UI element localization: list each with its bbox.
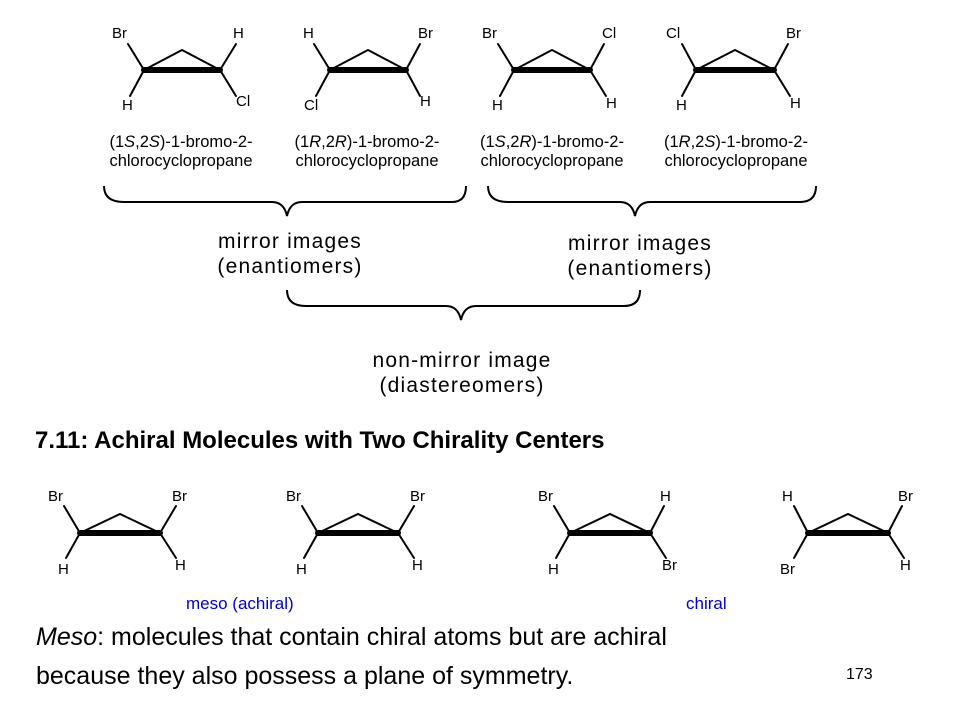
atom-label: Br — [898, 488, 913, 505]
meso-definition: Meso: molecules that contain chiral atom… — [36, 618, 667, 696]
atom-label: Br — [780, 561, 795, 578]
group-label-left: mirror images(enantiomers) — [217, 230, 363, 278]
atom-label: Cl — [304, 97, 319, 114]
compound-name-2: (1R,2R)-1-bromo-2- chlorocyclopropane — [294, 133, 440, 170]
section-title: 7.11: Achiral Molecules with Two Chirali… — [35, 427, 605, 454]
chiral-label: chiral — [686, 594, 727, 613]
atom-label: H — [900, 557, 911, 574]
atom-label: H — [58, 561, 69, 578]
ring-top-3 — [497, 43, 607, 97]
atom-label: Br — [172, 488, 187, 505]
definition-line1: : molecules that contain chiral atoms bu… — [97, 623, 667, 651]
atom-label: H — [548, 561, 559, 578]
brace-left-enantiomers — [103, 185, 467, 217]
ring-bottom-3 — [553, 505, 667, 559]
atom-label: H — [676, 97, 687, 114]
atom-label: Br — [410, 488, 425, 505]
atom-label: H — [660, 488, 671, 505]
atom-label: H — [122, 97, 133, 114]
atom-label: H — [233, 25, 244, 42]
atom-label: Br — [286, 488, 301, 505]
definition-line2: because they also possess a plane of sym… — [36, 662, 574, 690]
atom-label: H — [420, 93, 431, 110]
definition-term: Meso — [36, 623, 98, 651]
atom-label: H — [782, 488, 793, 505]
ring-top-4 — [681, 43, 791, 97]
atom-label: H — [296, 561, 307, 578]
atom-label: H — [790, 95, 801, 112]
ring-bottom-4 — [793, 505, 905, 559]
compound-name-4: (1R,2S)-1-bromo-2- chlorocyclopropane — [664, 133, 808, 170]
atom-label: Br — [112, 25, 127, 42]
atom-label: Cl — [666, 25, 681, 42]
atom-label: Br — [48, 488, 63, 505]
meso-label: meso (achiral) — [186, 594, 294, 613]
page-number: 173 — [846, 666, 873, 683]
atom-label: Br — [538, 488, 553, 505]
atom-label: H — [492, 97, 503, 114]
atom-label: Br — [662, 557, 677, 574]
atom-label: H — [175, 557, 186, 574]
group-label-right: mirror images(enantiomers) — [567, 232, 713, 280]
compound-name-1: (1S,2S)-1-bromo-2- chlorocyclopropane — [109, 133, 253, 170]
atom-label: H — [303, 25, 314, 42]
atom-label: Cl — [236, 93, 251, 110]
atom-label: H — [412, 557, 423, 574]
ring-top-2 — [313, 43, 421, 97]
ring-bottom-1 — [63, 505, 177, 559]
atom-label: Br — [482, 25, 497, 42]
atom-label: H — [606, 95, 617, 112]
atom-label: Br — [418, 25, 433, 42]
atom-label: Br — [786, 25, 801, 42]
brace-diastereomers — [286, 289, 641, 321]
atom-label: Cl — [602, 25, 617, 42]
ring-bottom-2 — [301, 505, 415, 559]
group-label-diastereomers: non-mirror image(diastereomers) — [372, 349, 552, 397]
brace-right-enantiomers — [487, 185, 817, 217]
ring-top-1 — [127, 43, 237, 97]
compound-name-3: (1S,2R)-1-bromo-2- chlorocyclopropane — [480, 133, 624, 170]
